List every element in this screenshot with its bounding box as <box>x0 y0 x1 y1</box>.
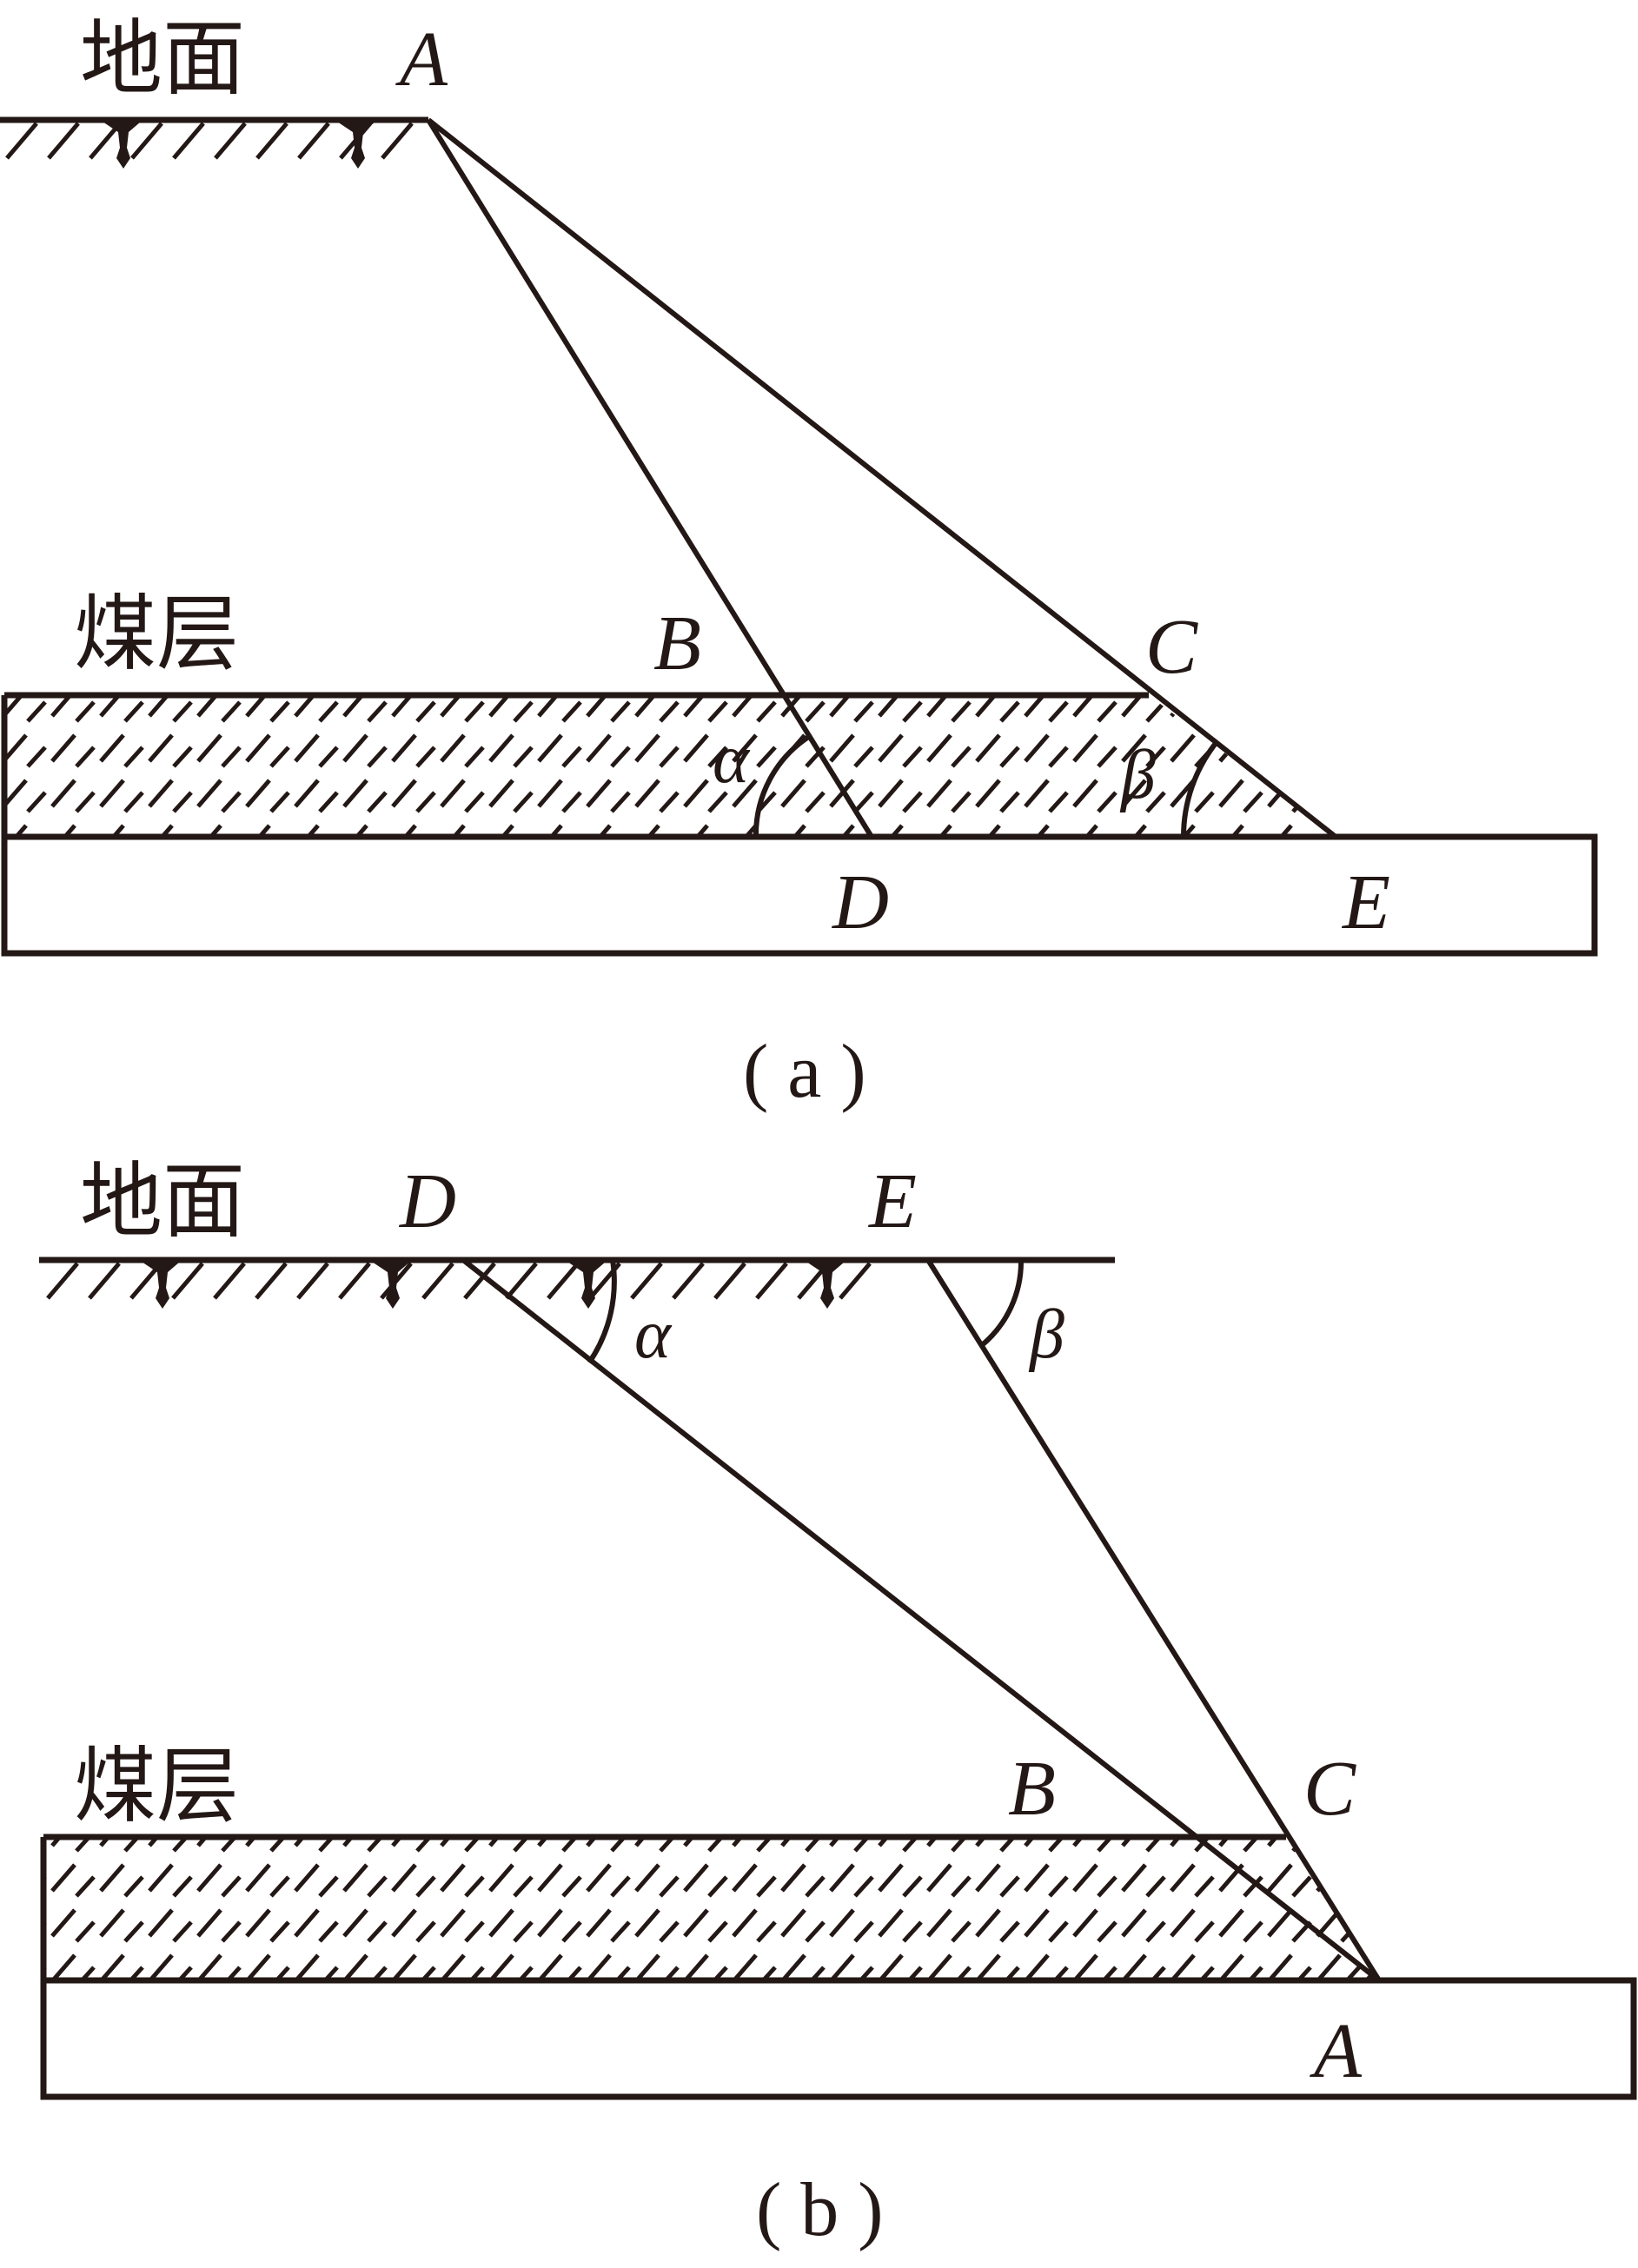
angle-arc-beta-b <box>980 1259 1025 1348</box>
building-symbol <box>142 1262 180 1309</box>
seam-label-a: 煤层 <box>74 587 239 682</box>
point-B-label-b: B <box>1008 1746 1056 1832</box>
ground-hatch-tick <box>214 122 247 160</box>
ground-hatch-tick <box>46 1262 79 1300</box>
line-A-E <box>427 117 1337 839</box>
point-D-label-a: D <box>831 859 889 945</box>
point-C-label-b: C <box>1303 1746 1356 1832</box>
point-C-label-a: C <box>1145 604 1198 690</box>
ground-hatch-tick <box>463 1262 496 1300</box>
ground-hatch-tick <box>5 122 38 160</box>
point-B-label-a: B <box>653 600 701 686</box>
angle-alpha-label-a: α <box>713 721 751 798</box>
ground-hatch-tick <box>547 1262 580 1300</box>
ground-hatch-tick <box>713 1262 746 1300</box>
ground-hatch-tick <box>255 122 288 160</box>
ground-hatch-tick <box>672 1262 705 1300</box>
line-D-A <box>461 1257 1381 1983</box>
ground-label-b: 地面 <box>80 1154 245 1250</box>
angle-arc-alpha-b <box>587 1259 617 1364</box>
angle-arc-beta-a <box>1180 740 1219 838</box>
floor-stratum-b <box>40 1977 1637 2100</box>
caption-a: ( a ) <box>743 1030 866 1114</box>
line-E-A <box>925 1258 1382 1982</box>
ground-surface-b <box>39 1257 1115 1309</box>
angle-beta-label-a: β <box>1119 737 1156 813</box>
ground-label-a: 地面 <box>80 11 245 107</box>
panel-a: 地面 A 煤层 B C α β D E ( a ) <box>0 11 1598 1114</box>
ground-hatch-tick <box>213 1262 246 1300</box>
line-A-D <box>426 118 874 839</box>
coal-seam-b <box>40 1834 1379 1980</box>
building-symbol <box>806 1262 845 1309</box>
coal-seam-a <box>1 692 1336 837</box>
ground-hatch-tick <box>130 122 163 160</box>
angle-beta-label-b: β <box>1028 1296 1064 1373</box>
point-A-label-a: A <box>395 17 448 103</box>
panel-b: 地面 D E α β 煤层 B C A ( b ) <box>39 1154 1637 2252</box>
building-symbol <box>337 122 375 169</box>
floor-stratum-a <box>1 833 1598 957</box>
ground-hatch-tick <box>296 1262 329 1300</box>
ground-hatch-tick <box>171 1262 204 1300</box>
ground-hatch-tick <box>88 1262 121 1300</box>
ground-hatch-tick <box>505 1262 538 1300</box>
ground-hatch-tick <box>381 122 414 160</box>
point-A-label-b: A <box>1310 2008 1363 2094</box>
ground-hatch-tick <box>755 1262 788 1300</box>
ground-surface-a <box>0 116 428 169</box>
caption-b: ( b ) <box>756 2168 884 2252</box>
point-E-label-b: E <box>867 1158 917 1244</box>
ground-hatch-tick <box>421 1262 454 1300</box>
ground-hatch-tick <box>839 1262 872 1300</box>
ground-hatch-tick <box>47 122 80 160</box>
building-symbol <box>372 1262 410 1309</box>
ground-hatch-tick <box>630 1262 663 1300</box>
point-E-label-a: E <box>1341 859 1390 945</box>
ground-hatch-b <box>46 1262 872 1300</box>
angle-alpha-label-b: α <box>634 1296 673 1373</box>
ground-hatch-tick <box>255 1262 288 1300</box>
angle-arc-alpha-a <box>753 733 812 838</box>
ground-hatch-tick <box>297 122 330 160</box>
ground-hatch-tick <box>172 122 205 160</box>
building-symbol <box>103 122 141 169</box>
building-symbol <box>567 1262 606 1309</box>
seam-label-b: 煤层 <box>74 1739 239 1834</box>
ground-hatch-tick <box>338 1262 371 1300</box>
point-D-label-b: D <box>398 1158 456 1244</box>
